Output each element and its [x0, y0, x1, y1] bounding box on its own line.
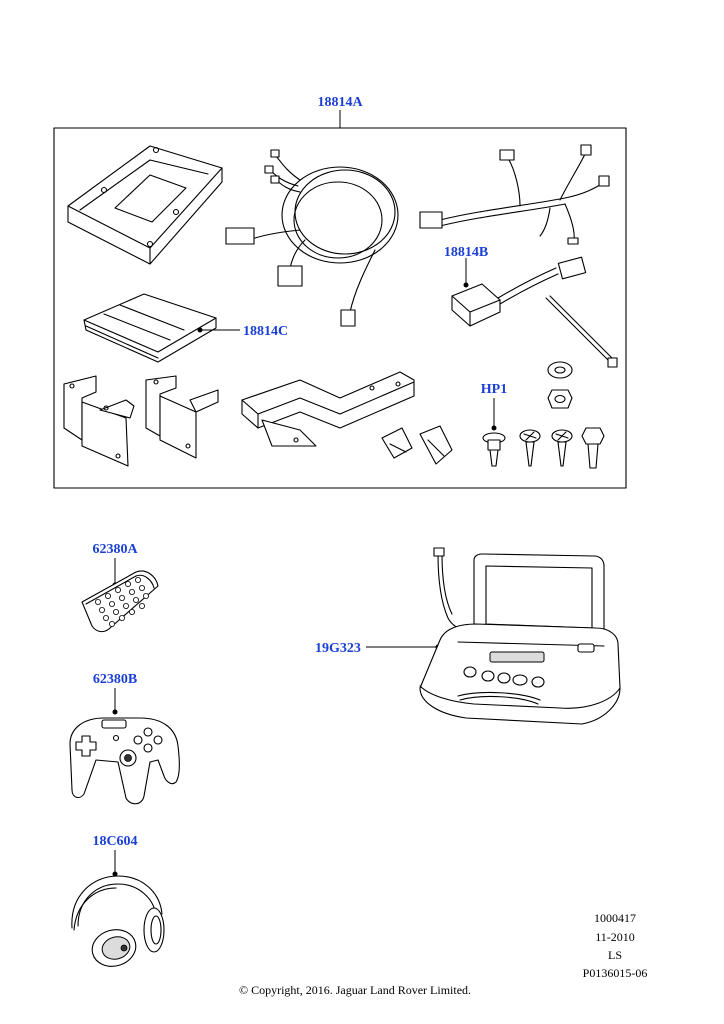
owner-manual[interactable] [83, 293, 217, 363]
leader-dot [463, 282, 469, 288]
label-18814A[interactable]: 18814A [317, 95, 363, 110]
drawing-code: LS [608, 948, 622, 962]
cable-tie[interactable] [545, 295, 618, 368]
leader-dot [491, 425, 497, 431]
retaining-clips[interactable] [381, 425, 453, 465]
game-controller[interactable] [69, 717, 180, 805]
label-62380B[interactable]: 62380B [93, 672, 137, 687]
base-plate[interactable] [241, 371, 415, 447]
label-18814B[interactable]: 18814B [444, 245, 488, 260]
label-62380A[interactable]: 62380A [92, 542, 138, 557]
leader-dot [112, 871, 118, 877]
fastener-hp1[interactable] [482, 432, 506, 467]
mounting-bracket-left[interactable] [63, 375, 135, 467]
label-19G323[interactable]: 19G323 [315, 641, 361, 656]
drawing-date: 11-2010 [595, 930, 635, 944]
drawing-ref: P0136015-06 [583, 966, 648, 980]
label-18814C[interactable]: 18814C [243, 324, 288, 339]
headphones[interactable] [71, 875, 165, 971]
copyright-notice: © Copyright, 2016. Jaguar Land Rover Lim… [239, 983, 471, 997]
hex-bolt[interactable] [581, 427, 605, 469]
washer[interactable] [547, 361, 573, 379]
mounting-bracket-right[interactable] [145, 375, 219, 459]
flange-nut[interactable] [547, 389, 573, 409]
leader-dot [197, 327, 203, 333]
screw-2[interactable] [551, 429, 573, 467]
label-18C604[interactable]: 18C604 [92, 834, 137, 849]
mounting-tray[interactable] [67, 145, 223, 265]
leader-dot [112, 709, 118, 715]
remote-control[interactable] [81, 570, 159, 633]
screw-1[interactable] [519, 429, 541, 467]
control-module[interactable] [451, 256, 587, 327]
wiring-harness[interactable] [225, 149, 399, 327]
drawing-number: 1000417 [594, 911, 636, 925]
dvd-player[interactable] [419, 547, 621, 725]
label-HP1[interactable]: HP1 [481, 382, 507, 397]
branch-harness[interactable] [419, 144, 610, 245]
